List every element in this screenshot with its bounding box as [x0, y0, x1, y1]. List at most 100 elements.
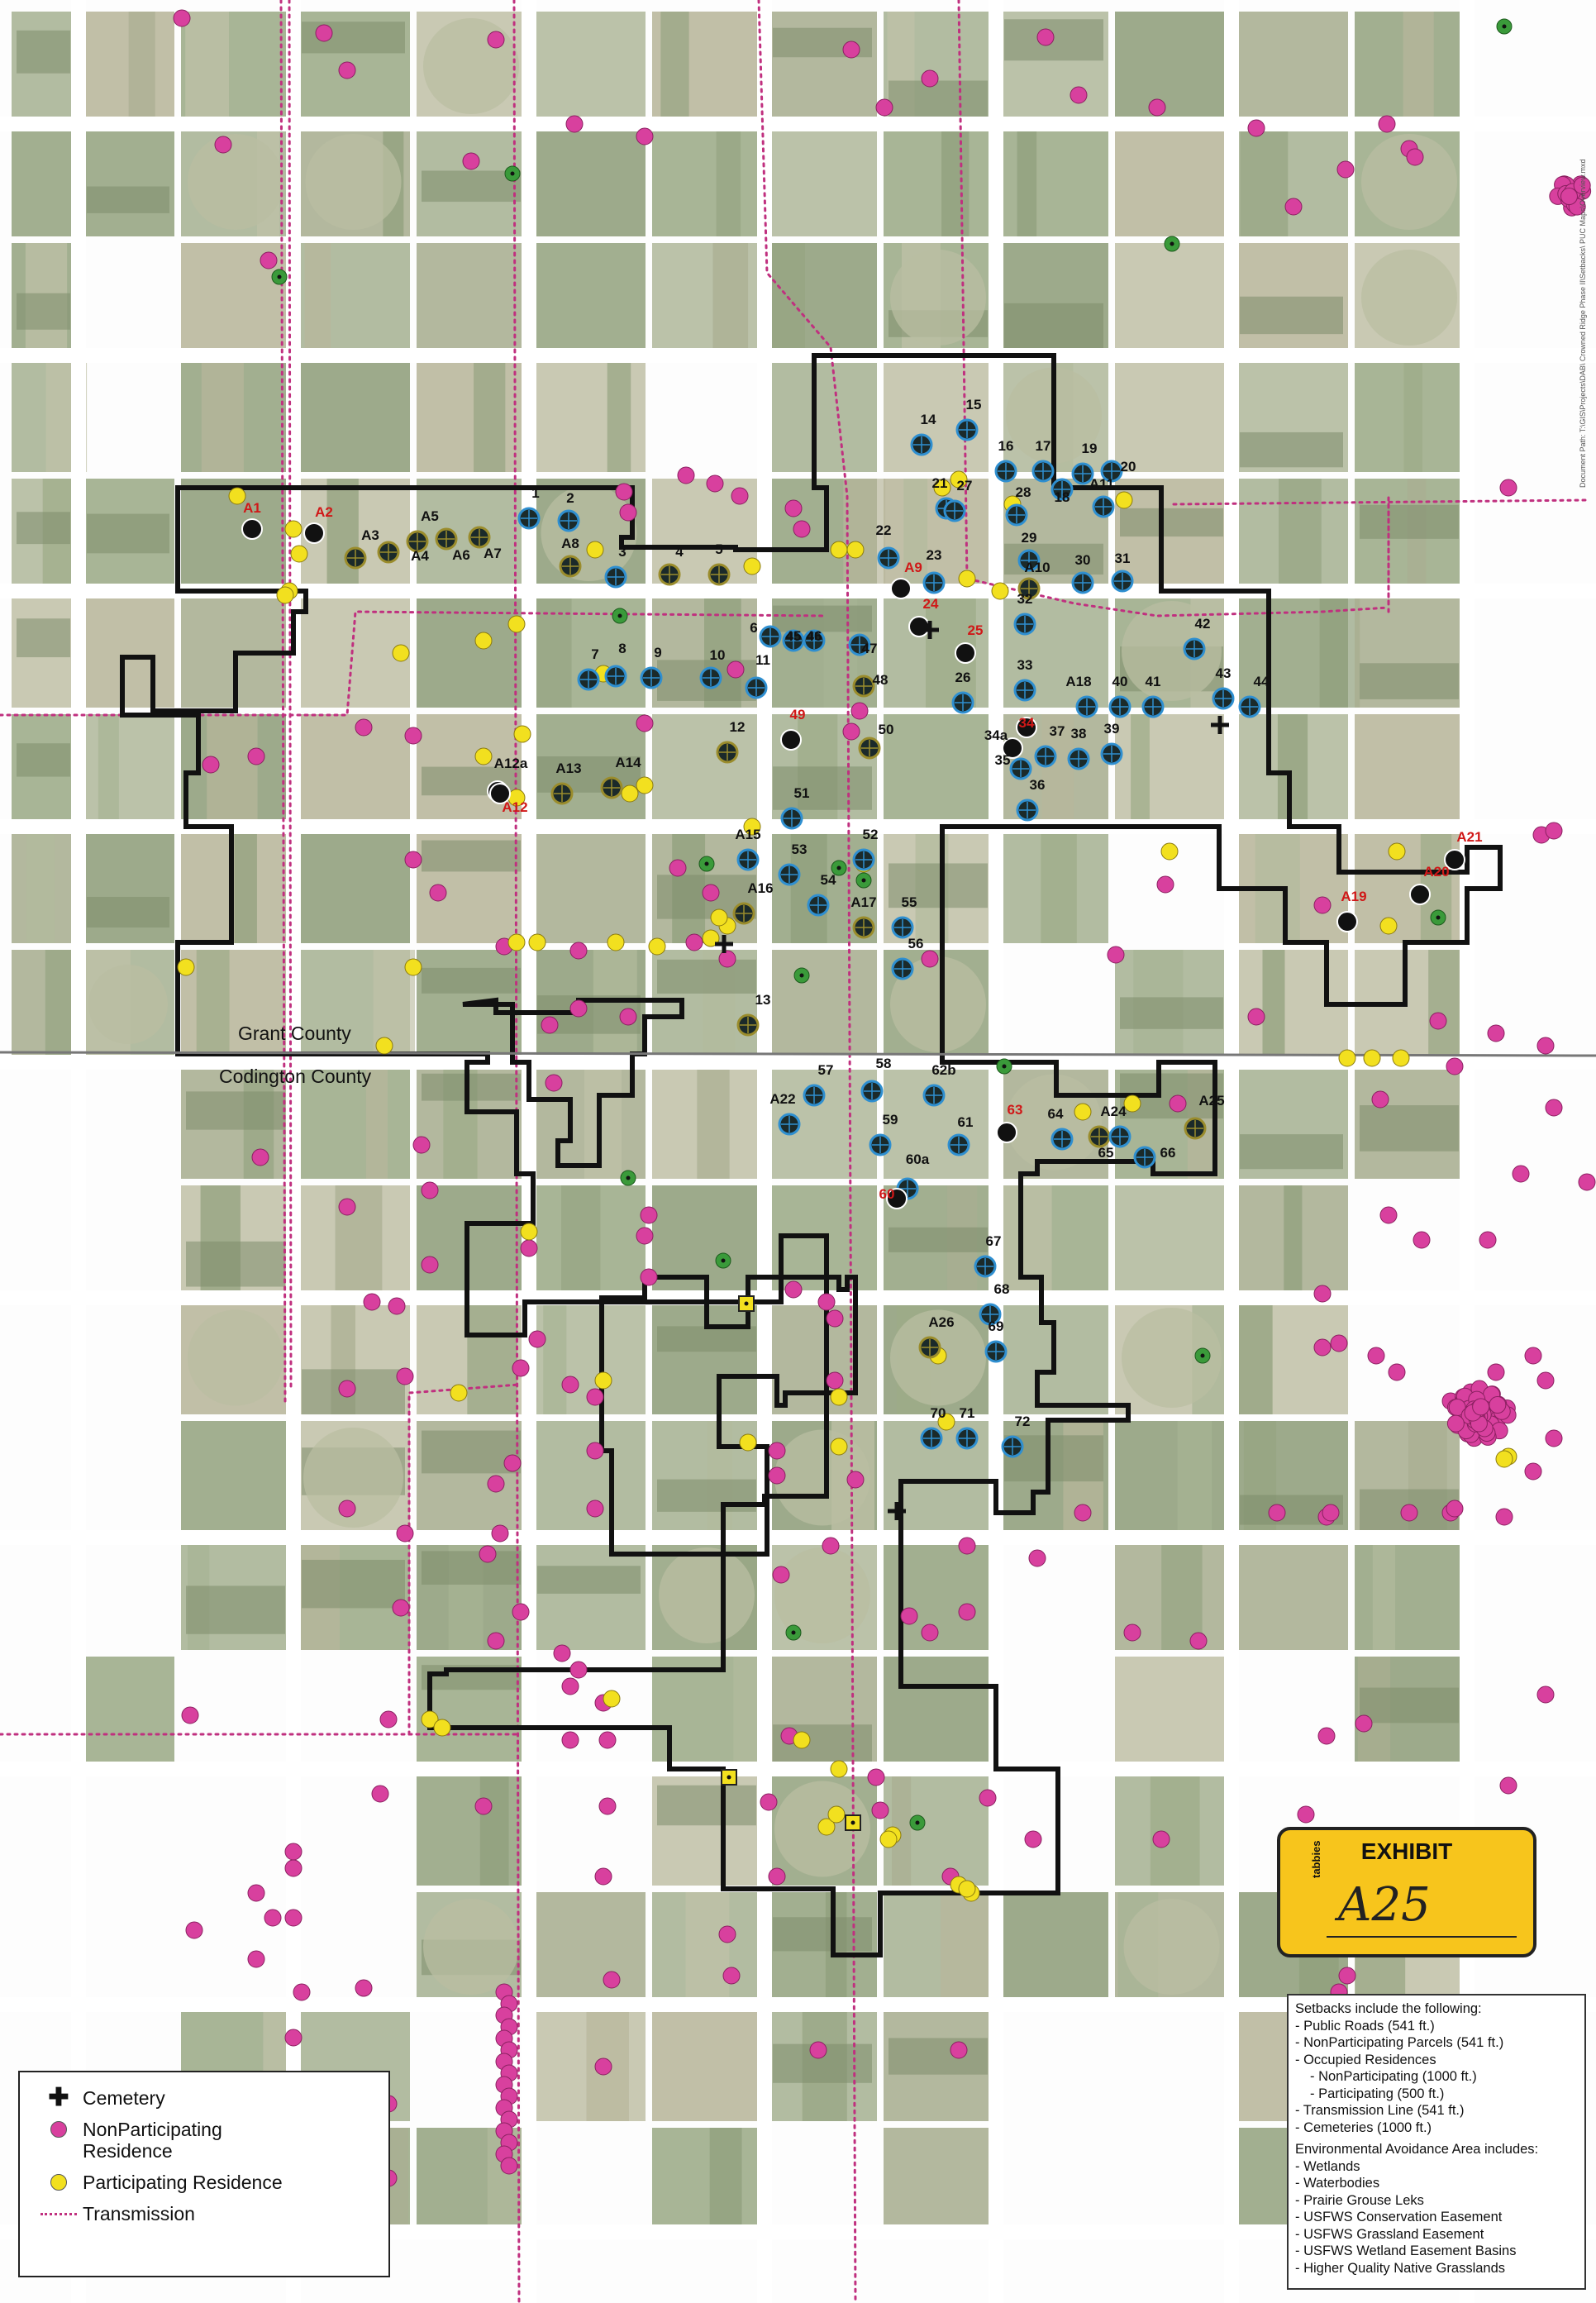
nonparticipating-residence [1499, 479, 1517, 497]
field-dark [17, 30, 70, 74]
turbine-label: 20 [1121, 459, 1136, 474]
nonparticipating-residence [293, 1983, 311, 2001]
field-patch [82, 1657, 174, 1766]
turbine-label: 43 [1216, 665, 1232, 681]
legend-label: Cemetery [83, 2087, 165, 2109]
field-patch [532, 1421, 646, 1534]
env-item: - Waterbodies [1295, 2176, 1380, 2191]
wetland-marker-dot [1436, 915, 1441, 920]
participating-residence [404, 958, 422, 976]
nonparticipating-residence [677, 466, 695, 484]
participating-residence [879, 1830, 898, 1848]
nonparticipating-residence [1338, 1967, 1356, 1985]
field-strip [903, 479, 928, 588]
road-vertical [286, 0, 301, 2303]
turbine-label: 57 [818, 1062, 834, 1078]
field-dark [889, 2038, 988, 2075]
participating-residence [520, 1223, 538, 1241]
road-horizontal [0, 1530, 1596, 1545]
wetland-marker-dot [861, 878, 866, 883]
nonparticipating-residence [1152, 1830, 1170, 1848]
nonparticipating-residence [1446, 1057, 1464, 1075]
nonparticipating-residence [702, 884, 720, 902]
participating-residence [433, 1719, 451, 1737]
wetland-marker-dot [277, 274, 282, 279]
nonparticipating-residence [1284, 198, 1303, 216]
nonparticipating-residence [491, 1524, 509, 1542]
nonparticipating-residence [462, 152, 480, 170]
nonparticipating-residence [1148, 98, 1166, 117]
turbine-label: 21 [932, 475, 948, 491]
field-strip [660, 12, 689, 121]
participating-residence [594, 1371, 612, 1390]
nonparticipating-residence [842, 722, 860, 741]
field-patch [12, 127, 75, 236]
field-strip [790, 830, 827, 943]
field-patch [532, 12, 646, 121]
field-patch [1115, 359, 1228, 472]
nonparticipating-residence [214, 136, 232, 154]
center-pivot [659, 1547, 755, 1643]
field-dark [302, 1559, 405, 1609]
setback-item: - Participating (500 ft.) [1310, 2086, 1445, 2101]
center-pivot [774, 1429, 870, 1526]
wetland-marker-dot [799, 973, 804, 978]
nonparticipating-residence [569, 1661, 588, 1679]
nonparticipating-residence [1156, 875, 1174, 894]
road-vertical [989, 0, 1003, 2303]
turbine-label: 39 [1104, 721, 1120, 737]
nonparticipating-residence [520, 1239, 538, 1257]
turbine-label: A21 [1456, 829, 1482, 845]
participating-residence [743, 557, 761, 575]
field-dark [1360, 1105, 1459, 1152]
nonparticipating-residence [826, 1309, 844, 1328]
field-dark [1004, 19, 1103, 61]
field-patch [532, 1892, 646, 2001]
turbine-label: 65 [1098, 1145, 1114, 1161]
transmission-line [1172, 498, 1589, 506]
turbine-label: A15 [735, 827, 760, 842]
turbine-label: 27 [957, 478, 973, 494]
participating-residence [603, 1690, 621, 1708]
legend-label: Transmission [83, 2203, 195, 2224]
nonparticipating-residence [594, 2057, 612, 2076]
nonparticipating-residence [487, 31, 505, 49]
center-pivot [1006, 1074, 1102, 1171]
field-strip [304, 243, 331, 352]
nonparticipating-residence [503, 1454, 522, 1472]
field-patch [652, 2128, 761, 2229]
field-patch [884, 127, 993, 236]
turbine-label: 37 [1050, 723, 1065, 739]
turbine-label: 16 [998, 438, 1014, 454]
turbine-label: 42 [1195, 616, 1211, 632]
nonparticipating-residence [284, 2029, 303, 2047]
nonparticipating-residence [1313, 1338, 1332, 1357]
turbine-label: 70 [931, 1405, 946, 1421]
nonparticipating-residence [429, 884, 447, 902]
nonparticipating-residence [1413, 1231, 1431, 1249]
field-strip [196, 950, 230, 1059]
nonparticipating-residence [1536, 1686, 1555, 1704]
field-dark [186, 1241, 285, 1287]
participating-residence [830, 1760, 848, 1778]
turbine-label: 15 [966, 397, 982, 412]
turbine-label: 66 [1160, 1145, 1176, 1161]
nonparticipating-residence [528, 1330, 546, 1348]
nonparticipating-residence [355, 1979, 373, 1997]
center-pivot [423, 18, 519, 114]
nonparticipating-residence [1429, 1012, 1447, 1030]
field-patch [532, 127, 646, 236]
field-strip [1403, 12, 1434, 121]
turbine-label: 47 [862, 641, 878, 656]
turbine-label: A25 [1198, 1093, 1224, 1109]
turbine-label: 56 [908, 936, 924, 951]
env-item: - Higher Quality Native Grasslands [1295, 2260, 1506, 2276]
aerial-imagery [12, 12, 1464, 2229]
field-patch [1235, 12, 1348, 121]
field-dark [657, 1785, 756, 1826]
nonparticipating-residence [412, 1136, 431, 1154]
nonparticipating-residence [396, 1524, 414, 1542]
turbine-label: 35 [995, 752, 1011, 768]
